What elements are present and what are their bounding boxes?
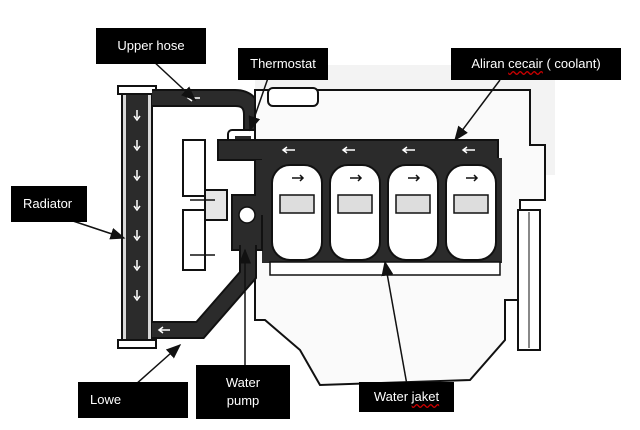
label-thermostat: Thermostat: [238, 48, 328, 80]
aliran-cecair-text: Aliran cecair ( coolant): [471, 55, 600, 73]
radiator: [117, 85, 157, 349]
upper-hose-text: Upper hose: [117, 38, 185, 54]
label-upper-hose: Upper hose: [96, 28, 206, 64]
lowe-text: Lowe: [90, 392, 122, 408]
label-radiator: Radiator: [11, 186, 87, 222]
thermostat-text: Thermostat: [250, 56, 316, 72]
water-jaket-word: jaket: [411, 389, 440, 405]
water-pump: [231, 160, 268, 251]
fan: [182, 139, 228, 271]
aliran-pre: Aliran: [471, 56, 509, 72]
water-pump-text-1: Water: [225, 375, 261, 391]
aliran-post: ( coolant): [542, 56, 601, 72]
water-jaket-pre: Water: [373, 389, 412, 405]
label-aliran-cecair: Aliran cecair ( coolant): [451, 48, 621, 80]
aliran-word: cecair: [508, 56, 543, 72]
water-jaket-text: Water jaket: [374, 388, 439, 406]
leader-arrows: [69, 59, 501, 386]
engine-block: [217, 87, 546, 387]
radiator-text: Radiator: [23, 196, 73, 212]
label-water-pump: Water pump: [196, 365, 290, 419]
label-water-jaket: Water jaket: [359, 382, 454, 412]
water-pump-text-2: pump: [226, 393, 260, 408]
label-lowe: Lowe: [78, 382, 188, 418]
